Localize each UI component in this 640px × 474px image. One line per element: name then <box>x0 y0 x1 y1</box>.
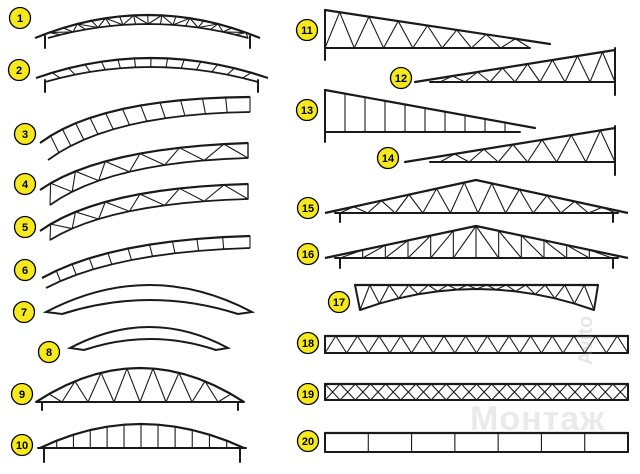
badge-1: 1 <box>8 6 32 30</box>
badge-label-18: 18 <box>302 338 314 350</box>
truss-20 <box>323 431 630 453</box>
badge-label-12: 12 <box>395 73 407 85</box>
badge-label-5: 5 <box>22 222 28 234</box>
truss-11 <box>323 8 552 61</box>
truss-17 <box>353 283 600 311</box>
badge-16: 16 <box>296 242 320 266</box>
badge-label-19: 19 <box>302 389 314 401</box>
badge-label-8: 8 <box>46 347 52 359</box>
truss-14 <box>403 125 617 176</box>
badge-7: 7 <box>12 300 36 324</box>
truss-10 <box>37 422 247 463</box>
badge-6: 6 <box>13 258 37 282</box>
badge-18: 18 <box>296 331 320 355</box>
badge-10: 10 <box>10 433 34 457</box>
truss-5 <box>39 182 249 241</box>
badge-17: 17 <box>327 290 351 314</box>
badge-11: 11 <box>295 18 319 42</box>
truss-1 <box>34 13 261 49</box>
watermark-avito: Avito <box>575 315 597 365</box>
badge-label-4: 4 <box>22 179 29 191</box>
badge-20: 20 <box>296 429 320 453</box>
truss-3 <box>39 95 251 161</box>
badge-label-9: 9 <box>19 389 25 401</box>
watermark-text: Монтаж <box>470 400 606 438</box>
badge-9: 9 <box>10 382 34 406</box>
truss-12 <box>413 47 617 96</box>
truss-8 <box>66 326 232 352</box>
badge-4: 4 <box>13 172 37 196</box>
badge-label-15: 15 <box>302 203 314 215</box>
badge-label-6: 6 <box>22 265 28 277</box>
badge-label-3: 3 <box>22 129 28 141</box>
badge-label-14: 14 <box>382 153 395 165</box>
badge-label-16: 16 <box>302 249 314 261</box>
badge-label-13: 13 <box>301 105 313 117</box>
truss-16 <box>324 224 629 269</box>
badge-label-20: 20 <box>302 436 314 448</box>
badge-8: 8 <box>37 340 61 364</box>
truss-19 <box>323 382 630 401</box>
badge-15: 15 <box>296 196 320 220</box>
truss-4 <box>39 141 249 206</box>
badge-label-10: 10 <box>16 440 28 452</box>
truss-9 <box>35 366 245 411</box>
badge-12: 12 <box>389 66 413 90</box>
badge-label-7: 7 <box>21 307 27 319</box>
badge-19: 19 <box>296 382 320 406</box>
badge-label-11: 11 <box>301 25 313 37</box>
truss-2 <box>35 56 269 93</box>
truss-13 <box>323 88 537 143</box>
badge-3: 3 <box>13 122 37 146</box>
truss-6 <box>41 234 251 289</box>
badge-5: 5 <box>13 215 37 239</box>
badge-13: 13 <box>295 98 319 122</box>
badge-14: 14 <box>376 146 400 170</box>
badge-label-1: 1 <box>17 13 23 25</box>
badge-2: 2 <box>7 58 31 82</box>
truss-18 <box>323 334 630 354</box>
truss-15 <box>324 178 629 223</box>
truss-7 <box>42 284 256 316</box>
badge-label-2: 2 <box>16 65 22 77</box>
badge-label-17: 17 <box>333 297 345 309</box>
